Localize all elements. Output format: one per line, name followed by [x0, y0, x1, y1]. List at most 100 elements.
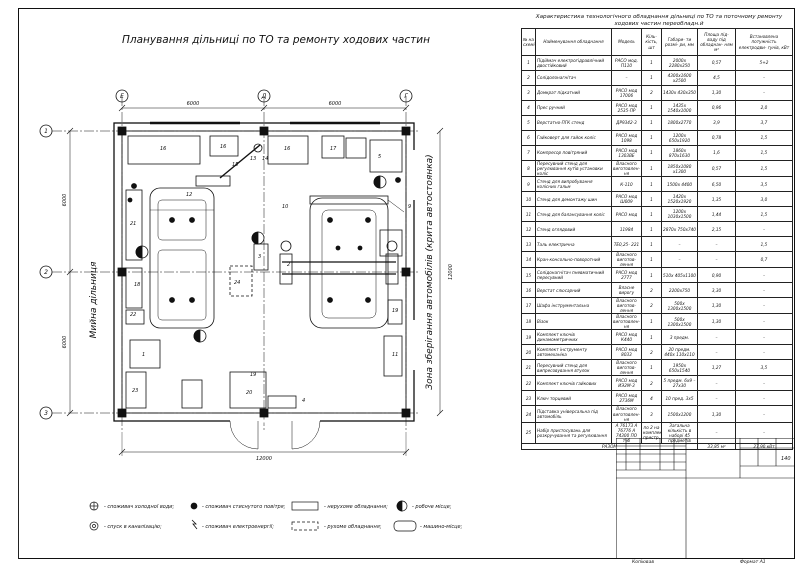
table-cell: Власного виготов- лення	[611, 297, 642, 315]
table-cell: 3,9	[697, 115, 736, 131]
svg-text:4: 4	[302, 398, 305, 404]
table-cell: 4	[521, 100, 536, 116]
table-cell: РАСО мод 8033	[611, 344, 642, 361]
svg-text:15: 15	[232, 162, 238, 168]
dim-total: 12000	[256, 456, 272, 462]
table-cell: РАСО мод	[611, 206, 642, 223]
drawing-frame	[18, 8, 795, 559]
table-cell: 1	[521, 55, 536, 71]
table-cell: 2	[641, 85, 662, 101]
table-cell: –	[697, 390, 736, 407]
table-cell: 25	[521, 421, 536, 444]
table-cell: 1,30	[697, 313, 736, 331]
table-cell: 3	[641, 405, 662, 423]
table-cell: 1420х 1520х1920	[661, 191, 698, 208]
dim-span-right: 6000	[329, 101, 342, 107]
table-cell: Комплект ключів гайкових	[535, 375, 612, 392]
table-cell: 5	[521, 115, 536, 131]
table-total-row: РАЗОМ 33,85 м² 27,90 кВт	[521, 442, 793, 450]
table-cell: 24	[521, 405, 536, 423]
title-block: 140	[616, 438, 795, 559]
table-cell: –	[735, 375, 793, 392]
dim-right-total: 12000	[448, 264, 454, 280]
table-header-row: № на схемі Найменування обладнання Модел…	[521, 28, 793, 56]
table-cell: 20	[521, 344, 536, 361]
svg-text:1: 1	[142, 352, 145, 358]
table-cell: 1	[641, 267, 662, 284]
th-model: Модель	[611, 28, 642, 56]
table-cell: Верстат слюсарний	[535, 282, 612, 299]
sheet-number: 140	[781, 456, 791, 462]
table-cell: РАСО мод 1098	[611, 130, 642, 146]
table-cell: 8	[521, 159, 536, 178]
table-cell: Кран-консольно-поворотний	[535, 251, 612, 269]
table-cell: –	[735, 329, 793, 346]
axis-label-row-0: 1	[44, 128, 48, 135]
table-cell: Власного виготов- лення	[611, 359, 642, 377]
svg-text:14: 14	[262, 156, 268, 162]
table-cell: 19	[521, 329, 536, 346]
svg-text:13: 13	[250, 156, 256, 162]
table-cell: К-110	[611, 176, 642, 193]
table-cell: РАСО мод 17006	[611, 85, 642, 101]
table-cell: –	[697, 236, 736, 253]
table-cell: 12	[521, 221, 536, 238]
table-cell: 1,30	[697, 297, 736, 315]
table-cell: Набір пристосувань для розкручування та …	[535, 421, 612, 444]
svg-text:24: 24	[234, 280, 240, 286]
table-cell: –	[735, 221, 793, 238]
table-cell: 3,0	[735, 191, 793, 208]
table-cell: 14	[521, 251, 536, 269]
table-cell: Власного виготов- лення	[611, 251, 642, 269]
svg-text:3: 3	[258, 254, 261, 260]
table-cell: 0,57	[697, 159, 736, 178]
table-cell: 0,96	[697, 100, 736, 116]
table-cell: 6,50	[697, 176, 736, 193]
table-cell: –	[735, 297, 793, 315]
axis-label-row-2: 3	[44, 410, 48, 417]
dim-span-left: 6000	[187, 101, 200, 107]
table-cell: 2	[641, 375, 662, 392]
table-cell: 0,90	[697, 267, 736, 284]
svg-text:10: 10	[282, 204, 288, 210]
th-qty: Кіль- кість, шт	[641, 28, 662, 56]
table-cell: 23	[521, 390, 536, 407]
table-cell: 1	[641, 176, 662, 193]
table-cell: Власного виготовлен- ня	[611, 159, 642, 178]
legend-text-3: - робоче місце;	[412, 504, 452, 510]
table-cell: 2	[641, 344, 662, 361]
table-cell: РАСО мод 2777	[611, 267, 642, 284]
svg-text:17: 17	[330, 146, 337, 152]
table-cell: РАСО мод. П110	[611, 55, 642, 71]
table-cell: 1	[641, 206, 662, 223]
table-cell: 3,5	[735, 359, 793, 377]
table-cell: 2,15	[697, 221, 736, 238]
table-cell: 1	[641, 251, 662, 269]
table-cell: 11984	[611, 221, 642, 238]
table-cell: 17	[521, 297, 536, 315]
table-cell: 3,5	[735, 176, 793, 193]
table-cell: Пересувний стенд для регулювання кутів у…	[535, 159, 612, 178]
table-cell: 1430х 430х350	[661, 85, 698, 101]
table-cell: 3,7	[735, 115, 793, 131]
table-cell: 2	[641, 297, 662, 315]
table-cell: –	[735, 70, 793, 86]
table-cell: 1	[641, 115, 662, 131]
table-cell: Власного виготовлен- ня	[611, 313, 642, 331]
table-cell: 500х 1300х1500	[661, 297, 698, 315]
table-cell: 7	[521, 145, 536, 161]
table-cell: 1,5	[735, 145, 793, 161]
table-cell: Домкрат підкатний	[535, 85, 612, 101]
table-cell: –	[697, 344, 736, 361]
